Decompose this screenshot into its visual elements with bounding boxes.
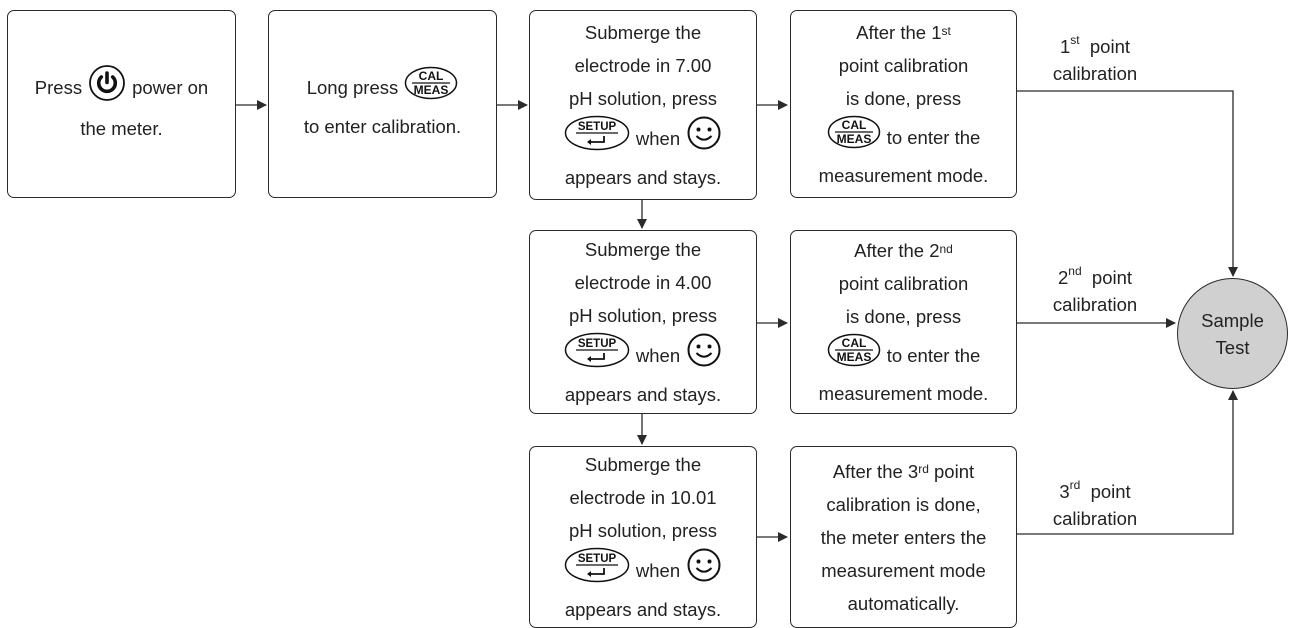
after-1st-line3: is done, press — [845, 88, 962, 109]
power-on-press-text: Press — [34, 77, 83, 98]
after-2nd-line5: measurement mode. — [818, 383, 989, 404]
step-power-on: Press power on the meter. — [7, 10, 236, 198]
power-on-line2: the meter. — [80, 117, 163, 139]
long-press-text: Long press — [306, 77, 399, 98]
appears-stays-text: appears and stays. — [564, 599, 722, 620]
step-submerge-ph4: Submerge the electrode in 4.00 pH soluti… — [529, 230, 757, 414]
after-1st-line2: point calibration — [838, 55, 969, 76]
edge-label-1st-point: 1st point calibration — [1052, 32, 1138, 84]
electrode-ph7-text: electrode in 7.00 — [574, 55, 712, 76]
appears-stays-text: appears and stays. — [564, 167, 722, 188]
after-2nd-line4: to enter the — [886, 344, 981, 366]
after-1st-line4: to enter the — [886, 126, 981, 148]
solution-press-text: pH solution, press — [568, 305, 718, 326]
power-on-text: power on — [132, 77, 209, 98]
edge-label-2nd-point: 2nd point calibration — [1052, 263, 1138, 315]
edge-label-3rd-point: 3rd point calibration — [1052, 477, 1138, 529]
solution-press-text: pH solution, press — [568, 520, 718, 541]
enter-calibration-text: to enter calibration. — [303, 115, 462, 137]
after-2nd-line2: point calibration — [838, 273, 969, 294]
sample-test-line2: Test — [1215, 336, 1250, 358]
after-3rd-line2: calibration is done, — [826, 493, 981, 515]
when-text: when — [635, 127, 681, 149]
sample-test-node: Sample Test — [1177, 278, 1288, 389]
when-text: when — [635, 344, 681, 366]
submerge-text: Submerge the — [584, 239, 702, 260]
setup-enter-button-icon: SETUP — [564, 115, 630, 161]
submerge-text: Submerge the — [584, 22, 702, 43]
meas-label: MEAS — [836, 350, 871, 364]
smiley-face-icon — [686, 115, 722, 161]
meas-label: MEAS — [414, 83, 449, 97]
electrode-ph10-text: electrode in 10.01 — [569, 487, 717, 508]
appears-stays-text: appears and stays. — [564, 384, 722, 405]
sample-test-line1: Sample — [1201, 309, 1264, 331]
arrow-after3-to-sample — [1017, 390, 1238, 535]
meas-label: MEAS — [836, 132, 871, 146]
after-2nd-line3: is done, press — [845, 306, 962, 327]
setup-label: SETUP — [578, 338, 617, 350]
step-submerge-ph7: Submerge the electrode in 7.00 pH soluti… — [529, 10, 757, 200]
cal-label: CAL — [841, 336, 866, 350]
arrow-after1-to-sample — [1017, 90, 1238, 277]
step-submerge-ph10: Submerge the electrode in 10.01 pH solut… — [529, 446, 757, 628]
when-text: when — [635, 559, 681, 581]
submerge-text: Submerge the — [584, 454, 702, 475]
power-button-icon — [88, 64, 126, 112]
cal-label: CAL — [419, 69, 444, 83]
after-3rd-line5: automatically. — [847, 592, 960, 614]
setup-enter-button-icon: SETUP — [564, 332, 630, 378]
solution-press-text: pH solution, press — [568, 88, 718, 109]
smiley-face-icon — [686, 547, 722, 593]
setup-label: SETUP — [578, 121, 617, 133]
electrode-ph4-text: electrode in 4.00 — [574, 272, 712, 293]
after-3rd-line3: the meter enters the — [820, 526, 987, 548]
smiley-face-icon — [686, 332, 722, 378]
setup-enter-button-icon: SETUP — [564, 547, 630, 593]
after-3rd-line4: measurement mode — [821, 559, 986, 581]
setup-label: SETUP — [578, 553, 617, 565]
after-1st-line5: measurement mode. — [818, 165, 989, 186]
cal-label: CAL — [841, 118, 866, 132]
